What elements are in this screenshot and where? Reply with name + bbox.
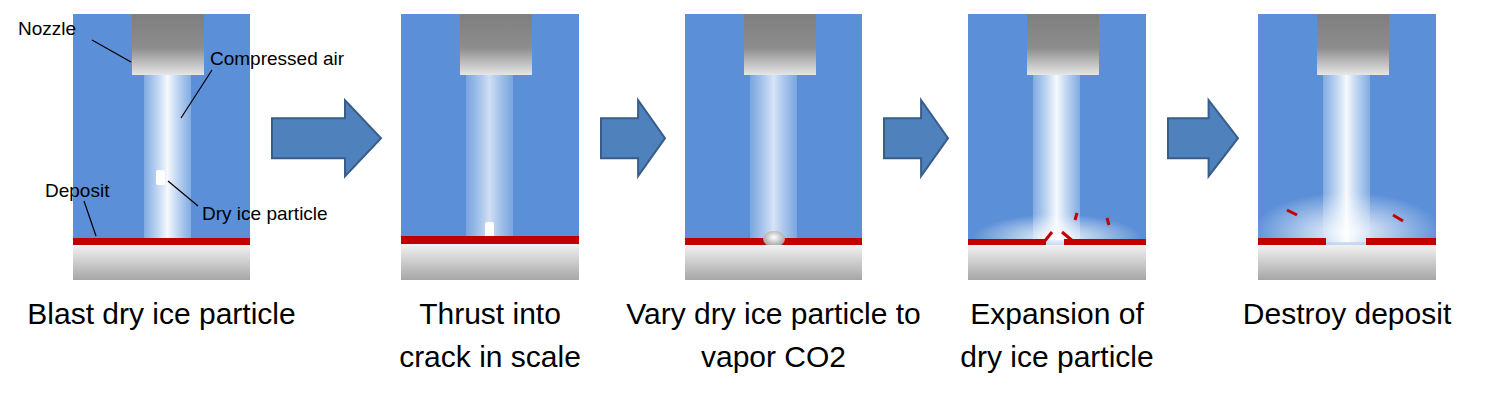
stage-illustration xyxy=(968,14,1146,280)
stage-caption: Destroy deposit xyxy=(1197,292,1494,335)
block-arrow xyxy=(1168,100,1238,176)
stage-illustration xyxy=(685,14,862,280)
callout-label: Dry ice particle xyxy=(202,203,328,225)
stage-illustration xyxy=(1252,14,1442,280)
stage-illustration xyxy=(401,14,579,280)
stage-caption: Blast dry ice particle xyxy=(0,292,327,335)
stage-panel: Expansion of dry ice particle xyxy=(968,14,1146,280)
callout-label: Nozzle xyxy=(18,18,76,40)
stage-caption: Thrust into crack in scale xyxy=(383,292,598,378)
callout-label: Deposit xyxy=(45,180,109,202)
block-arrow xyxy=(884,100,948,176)
block-arrow xyxy=(601,100,665,176)
stage-panel: Thrust into crack in scale xyxy=(401,14,579,280)
stage-caption: Vary dry ice particle to vapor CO2 xyxy=(621,292,926,378)
stage-caption: Expansion of dry ice particle xyxy=(950,292,1165,378)
leader-lines xyxy=(84,40,212,236)
stage-panel: Destroy deposit xyxy=(1258,14,1436,280)
callout-label: Compressed air xyxy=(210,48,344,70)
stage-panel: Vary dry ice particle to vapor CO2 xyxy=(685,14,862,280)
block-arrow xyxy=(272,100,381,176)
